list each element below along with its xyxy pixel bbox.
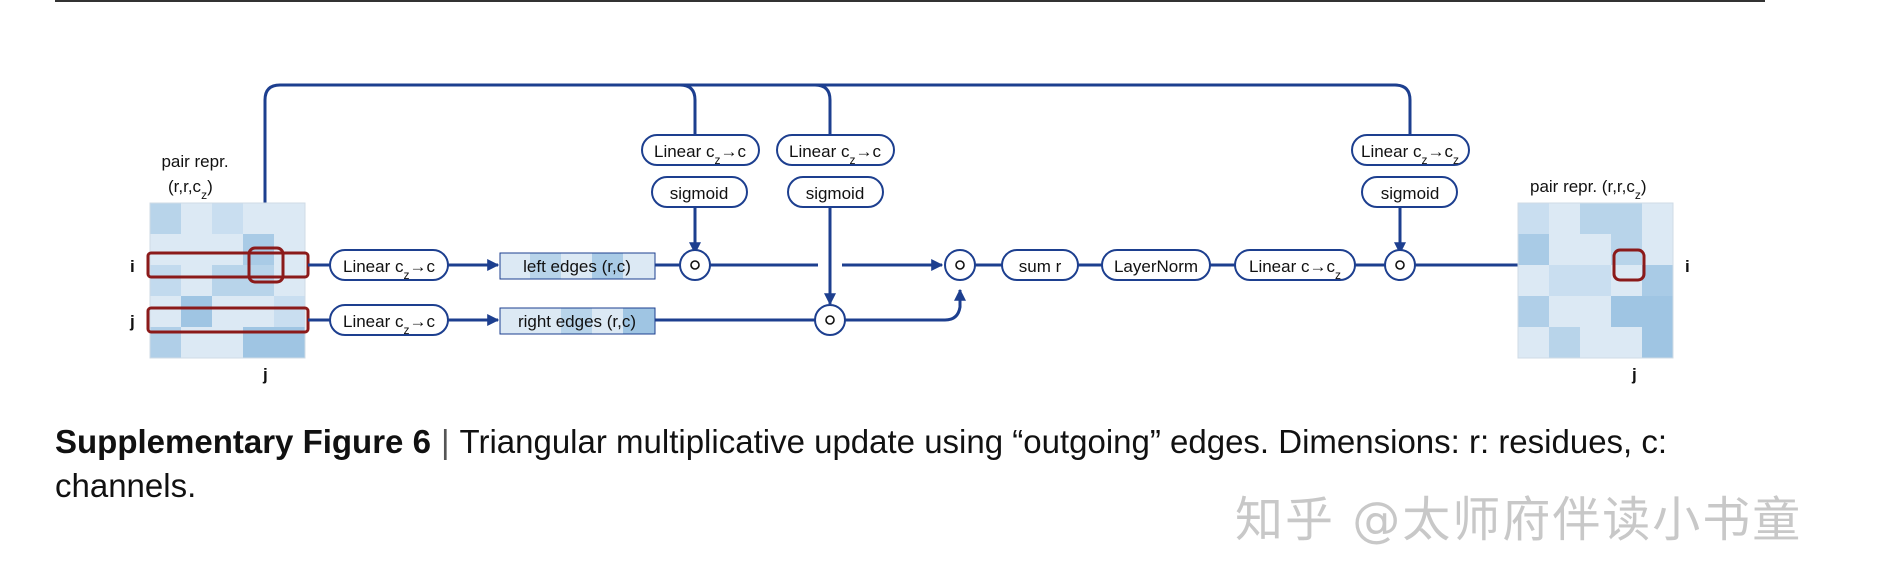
triangular-update-diagram: pair repr. (r,r,cz) i j j Linear cz→c Li… [129, 83, 1690, 384]
branch-to-gate2 [814, 83, 832, 140]
left-matrix-label-line2: (r,r,cz) [168, 177, 213, 202]
left-edges-box: left edges (r,c) [499, 252, 656, 280]
right-edges-box: right edges (r,c) [499, 307, 656, 335]
right-pair-matrix [1517, 202, 1674, 359]
gate3-sigmoid-label: sigmoid [1381, 184, 1440, 203]
watermark: 知乎 @太师府伴读小书童 [1235, 492, 1803, 548]
right-edges-label: right edges (r,c) [518, 312, 636, 331]
figure-caption: Supplementary Figure 6|Triangular multip… [55, 420, 1775, 508]
layernorm-label: LayerNorm [1114, 257, 1198, 276]
gate2-sigmoid-node [787, 176, 884, 208]
linear-left-label: Linear cz→c [343, 257, 435, 282]
skip-connection-path [263, 83, 1412, 205]
caption-separator: | [440, 423, 450, 460]
gate1-linear-node [641, 134, 760, 166]
caption-title: Supplementary Figure 6 [55, 423, 431, 460]
multiply-icon [690, 260, 700, 270]
linear-right-node [329, 304, 449, 336]
left-row-j: j [129, 312, 135, 331]
output-cell-highlight [1612, 248, 1646, 282]
right-col-j: j [1631, 365, 1637, 384]
multiply-op-1 [679, 249, 711, 281]
multiply-op-3 [944, 249, 976, 281]
sum-r-label: sum r [1019, 257, 1062, 276]
gate2-linear-label: Linear cz→c [789, 142, 881, 167]
gate3-linear-label: Linear cz→cz [1361, 142, 1459, 167]
gate2-sigmoid-label: sigmoid [806, 184, 865, 203]
caption-text: Triangular multiplicative update using “… [55, 423, 1668, 504]
multiply-op-2 [814, 304, 846, 336]
gate1-sigmoid-label: sigmoid [670, 184, 729, 203]
left-matrix-label-line1: pair repr. [161, 152, 228, 171]
multiply-icon [955, 260, 965, 270]
gate3-linear-node [1351, 134, 1470, 166]
gate2-linear-node [776, 134, 895, 166]
gate1-sigmoid-node [651, 176, 748, 208]
right-matrix-label: pair repr. (r,r,cz) [1530, 177, 1647, 202]
layernorm-node [1101, 249, 1211, 281]
top-rule [55, 0, 1765, 2]
left-col-j: j [262, 365, 268, 384]
cell-ij-highlight [247, 246, 285, 284]
left-row-i: i [130, 257, 135, 276]
linear-left-node [329, 249, 449, 281]
multiply-op-4 [1384, 249, 1416, 281]
left-edges-label: left edges (r,c) [523, 257, 631, 276]
linear-right-label: Linear cz→c [343, 312, 435, 337]
multiply-icon [1395, 260, 1405, 270]
op2-to-op3 [845, 288, 966, 322]
left-pair-matrix [146, 202, 310, 359]
gate1-linear-label: Linear cz→c [654, 142, 746, 167]
linear-out-label: Linear c→cz [1249, 257, 1341, 282]
sum-r-node [1001, 249, 1079, 281]
multiply-icon [825, 315, 835, 325]
linear-out-node [1234, 249, 1356, 281]
gate3-sigmoid-node [1361, 176, 1458, 208]
right-row-i: i [1685, 257, 1690, 276]
branch-to-gate1 [679, 83, 697, 140]
